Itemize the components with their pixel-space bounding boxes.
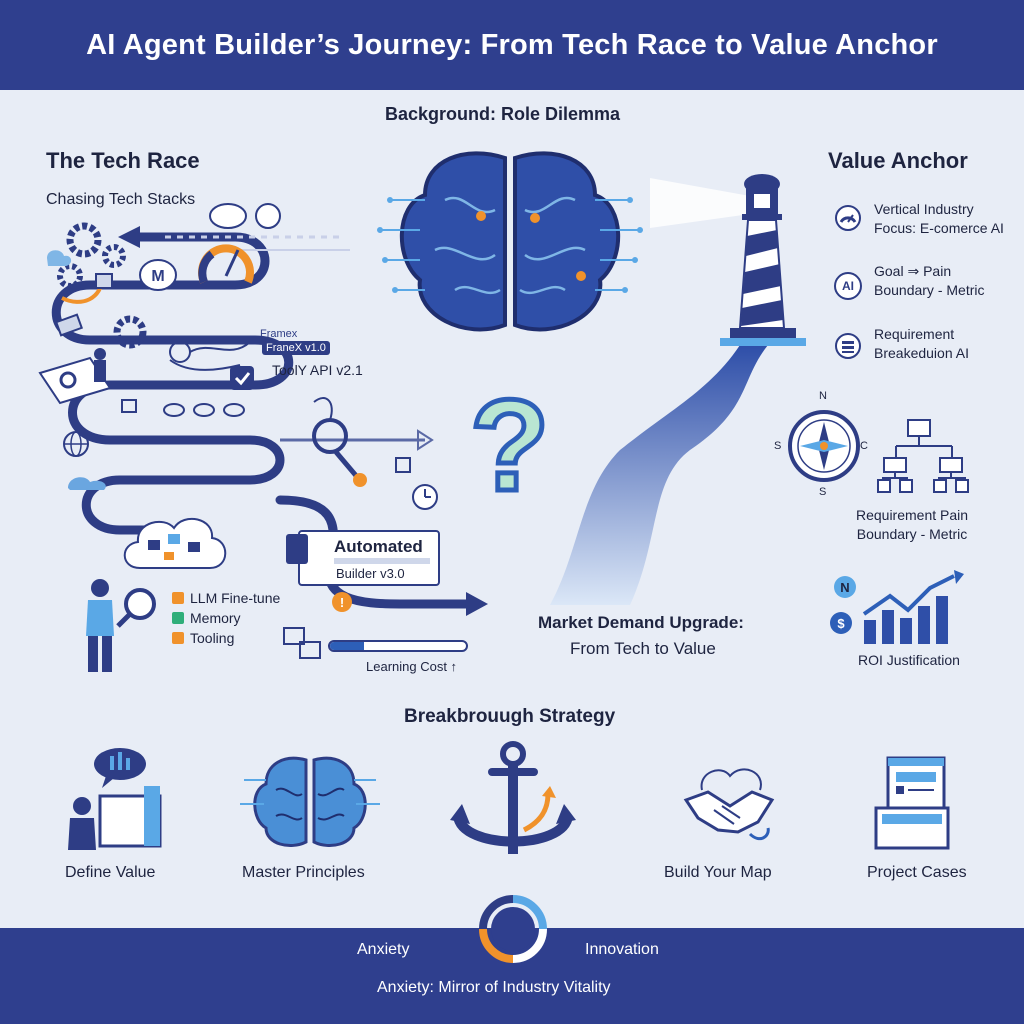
skills-list: LLM Fine-tune Memory Tooling [172, 588, 280, 648]
map-caption: Requirement Pain Boundary - Metric [855, 507, 969, 542]
svg-text:M: M [151, 268, 164, 285]
person-magnifier-icon [86, 579, 156, 672]
check-icon [172, 612, 184, 624]
skill-item: LLM Fine-tune [172, 588, 280, 608]
market-line2: From Tech to Value [570, 639, 716, 658]
compass-n: N [819, 390, 827, 402]
define-value-icon [68, 748, 162, 850]
road-arrow-left-icon [118, 226, 140, 248]
strategy-define-value: Define Value [65, 864, 156, 881]
background-heading: Background: Role Dilemma [385, 104, 621, 124]
clock-icon [412, 484, 438, 510]
org-chart-icon [877, 419, 969, 493]
value-anchor-title: Value Anchor [828, 148, 968, 173]
footer-caption: Anxiety: Mirror of Industry Vitality [377, 979, 611, 996]
chat-bubble-icon [209, 203, 281, 229]
strategy-build-map: Build Your Map [664, 864, 772, 881]
road-arrow-right-icon [466, 592, 488, 616]
anchor-item-industry: Vertical Industry Focus: E-comerce AI [874, 201, 1004, 236]
tech-race-subtitle: Chasing Tech Stacks [46, 191, 196, 208]
toolbar-icons [121, 399, 245, 417]
header-bar: AI Agent Builder’s Journey: From Tech Ra… [0, 0, 1024, 90]
skill-item: Memory [172, 608, 280, 628]
robot-arm-icon [312, 397, 367, 487]
framex-version-badge: FraneX v1.0 [262, 341, 330, 355]
arrow-right-icon [417, 429, 434, 451]
compass-w: S [774, 440, 782, 452]
handshake-icon [683, 768, 775, 841]
strategy-master-principles: Master Principles [242, 864, 365, 881]
strategy-heading: Breakbrouugh Strategy [404, 706, 616, 727]
market-line1: Market Demand Upgrade: [538, 613, 744, 632]
master-principles-brain-icon [240, 756, 380, 847]
compass-icon [788, 410, 860, 482]
check-icon [172, 592, 184, 604]
learning-cost-bar [328, 640, 468, 652]
compass-e: C [860, 440, 868, 452]
svg-text:!: ! [340, 595, 344, 610]
roi-chart-icon [862, 570, 964, 644]
globe-cloud-icon [63, 431, 106, 490]
roi-n-badge: N [834, 576, 856, 598]
tech-race-title: The Tech Race [46, 148, 200, 173]
page-title: AI Agent Builder’s Journey: From Tech Ra… [86, 28, 938, 61]
builder-version: Builder v3.0 [336, 566, 405, 581]
footer-anxiety: Anxiety [357, 941, 410, 958]
dollar-icon: $ [830, 612, 852, 634]
roi-label: ROI Justification [858, 652, 960, 668]
builder-logo-icon [286, 534, 308, 564]
framex-label: Framex [260, 328, 298, 340]
stack-icon [835, 333, 861, 359]
anchor-item-goal: Goal ⇒ Pain Boundary - Metric [874, 263, 985, 298]
automated-label: Automated [334, 537, 423, 556]
compass-s: S [819, 486, 827, 498]
lighthouse-icon [650, 174, 806, 346]
doc-icon [395, 457, 411, 473]
automated-builder-card: Automated Builder v3.0 [286, 530, 440, 586]
module-icon [230, 366, 254, 390]
check-icon [172, 632, 184, 644]
speedometer-icon [198, 244, 254, 284]
learning-cost-fill [330, 642, 364, 650]
learning-cost-label: Learning Cost ↑ [366, 659, 458, 674]
cycle-icon [479, 895, 547, 963]
strategy-project-cases: Project Cases [867, 864, 967, 881]
ai-badge-icon: AI [834, 272, 862, 300]
anchor-icon [450, 741, 576, 854]
map-worker-icon [38, 313, 112, 405]
skill-item: Tooling [172, 628, 280, 648]
project-cases-icon [874, 756, 950, 850]
devices-icon [283, 627, 321, 659]
anchor-item-requirement: Requirement Breakeduion AI [874, 326, 969, 361]
brain-icon [377, 151, 643, 332]
gauge-icon [835, 205, 861, 231]
tooly-api-label: ToolY API v2.1 [272, 362, 363, 378]
builder-progress [334, 558, 430, 564]
footer-innovation: Innovation [585, 941, 659, 958]
warning-icon: ! [332, 592, 352, 612]
ideas-cloud-icon [123, 518, 227, 569]
logo-m-icon: M [139, 259, 177, 291]
question-mark: ? [467, 372, 551, 518]
gear-icon [113, 315, 147, 349]
gears-icon [47, 222, 126, 304]
river-path [550, 345, 768, 605]
